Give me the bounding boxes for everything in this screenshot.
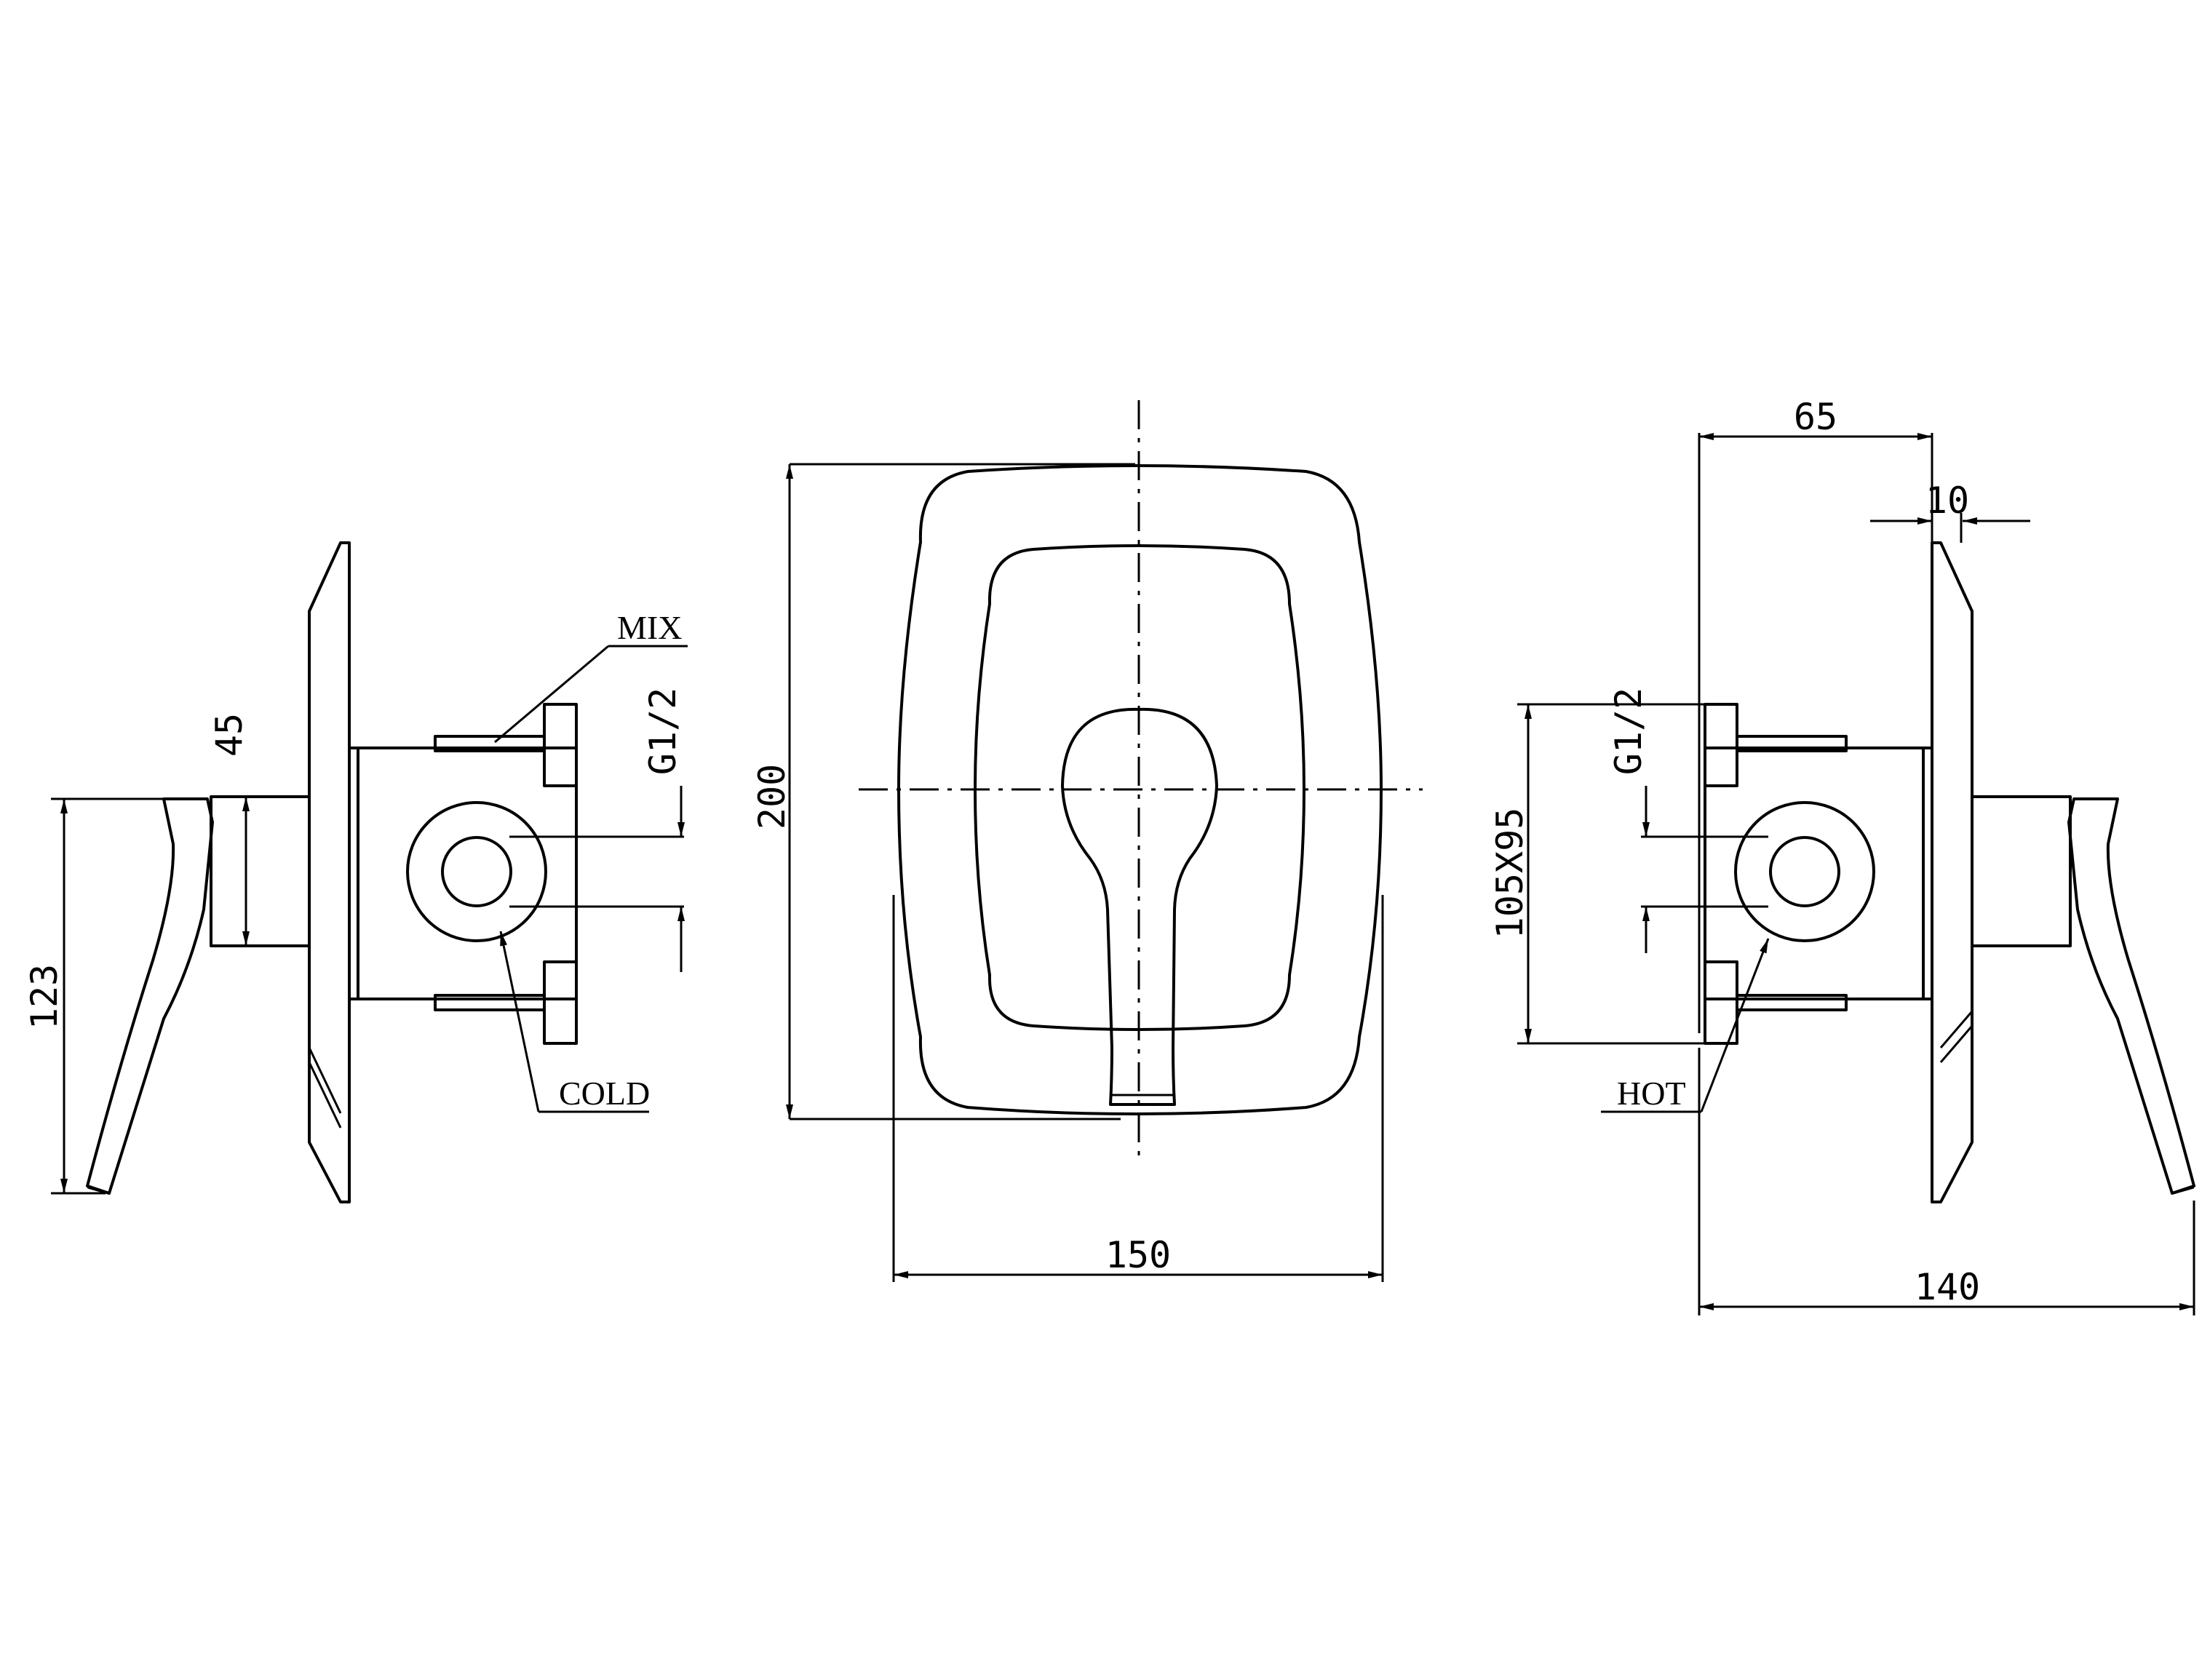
- spindle-right: [1971, 795, 2072, 947]
- dim-123: 123: [23, 964, 65, 1030]
- dim-200: 200: [751, 764, 793, 829]
- port-circle-left: [406, 801, 547, 942]
- dim-10: 10: [1925, 479, 1969, 522]
- valve-body-left: [357, 747, 578, 1000]
- left-side-view: 123 45 G1/2 MIX COLD: [23, 541, 688, 1203]
- valve-body-right: [1704, 747, 1925, 1000]
- lever-handle-right: [2067, 797, 2195, 1195]
- right-side-view: 105X95 G1/2 HOT 65 10 140: [1489, 396, 2195, 1315]
- dim-45: 45: [208, 713, 250, 757]
- inner-plate: [974, 544, 1305, 1031]
- dim-105x95: 105X95: [1489, 808, 1531, 939]
- front-view: 200 150: [751, 400, 1423, 1282]
- dim-150: 150: [1105, 1234, 1171, 1276]
- thread-label-right: G1/2: [1607, 688, 1650, 775]
- dim-140: 140: [1915, 1266, 1980, 1308]
- mix-label: MIX: [617, 609, 682, 646]
- spindle-left: [210, 795, 311, 947]
- cover-plate: [897, 464, 1383, 1115]
- wall-plate-left: [308, 541, 351, 1203]
- cold-label: COLD: [559, 1075, 650, 1112]
- port-circle-right: [1734, 801, 1875, 942]
- thread-label-left: G1/2: [642, 688, 684, 775]
- hot-label: HOT: [1617, 1075, 1686, 1112]
- wall-plate-right: [1931, 541, 1974, 1203]
- lever-handle-left: [86, 797, 214, 1195]
- dim-65: 65: [1794, 396, 1837, 438]
